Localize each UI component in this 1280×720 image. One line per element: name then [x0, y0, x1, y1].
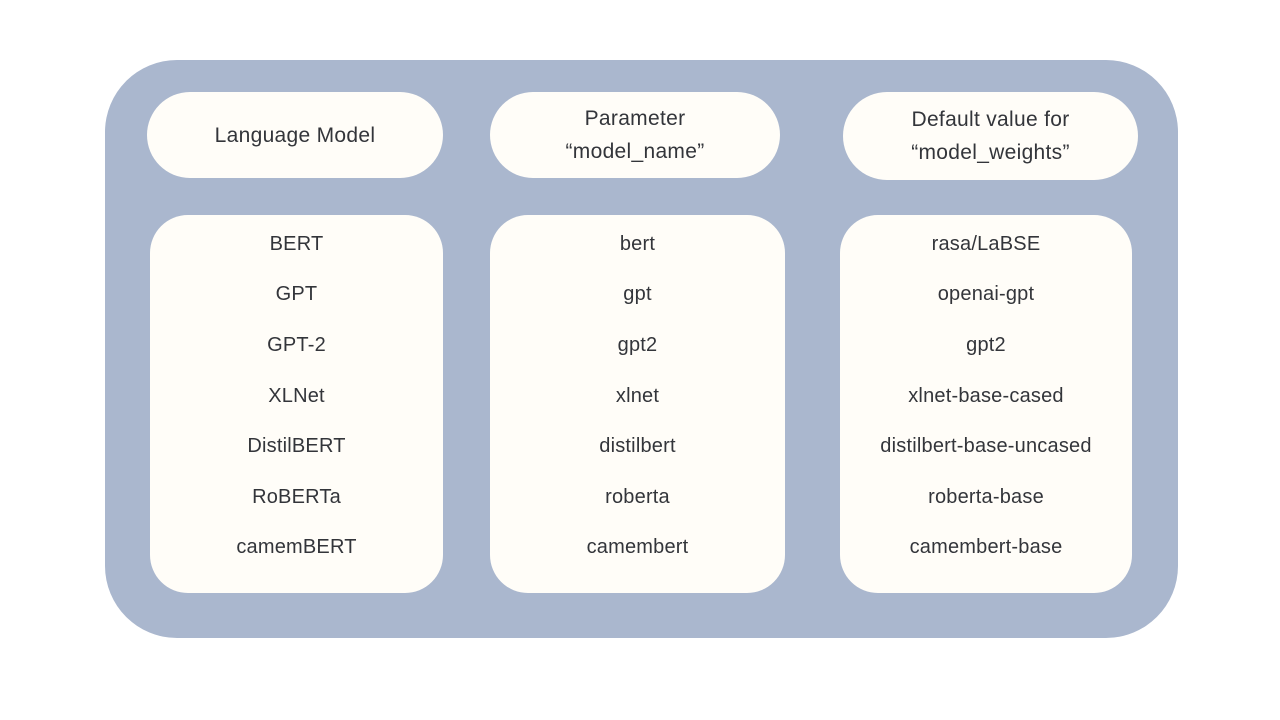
header-line: “model_weights” [911, 141, 1070, 164]
table-cell: distilbert [599, 435, 676, 458]
table-cell: RoBERTa [252, 485, 341, 508]
table-cell: gpt2 [966, 333, 1006, 356]
header-line: Default value for [911, 108, 1070, 131]
table-cell: roberta [605, 485, 670, 508]
header-pill-language-model: Language Model [147, 92, 443, 178]
table-cell: distilbert-base-uncased [880, 435, 1092, 458]
table-cell: bert [619, 232, 656, 255]
table-cell: xlnet-base-cased [908, 384, 1064, 407]
table-cell: gpt [623, 283, 652, 306]
table-cell: XLNet [268, 384, 325, 407]
table-cell: BERT [269, 232, 324, 255]
header-line: Parameter [584, 107, 686, 130]
header-pill-model-name: Parameter “model_name” [490, 92, 780, 178]
header-line: “model_name” [565, 140, 705, 163]
table-cell: rasa/LaBSE [931, 232, 1041, 255]
header-pill-model-weights: Default value for “model_weights” [843, 92, 1138, 180]
table-cell: camembert [586, 536, 689, 559]
table-cell: gpt2 [617, 333, 658, 356]
column-card-model-name: bert gpt gpt2 xlnet distilbert roberta c… [490, 215, 785, 593]
header-line: Language Model [214, 123, 376, 147]
table-cell: roberta-base [928, 485, 1044, 508]
table-cell: camemBERT [236, 536, 357, 559]
column-card-language-model: BERT GPT GPT-2 XLNet DistilBERT RoBERTa … [150, 215, 443, 593]
table-cell: openai-gpt [937, 283, 1035, 306]
table-cell: GPT-2 [267, 333, 326, 356]
table-cell: GPT [275, 283, 318, 306]
table-cell: DistilBERT [247, 435, 346, 458]
column-card-model-weights: rasa/LaBSE openai-gpt gpt2 xlnet-base-ca… [840, 215, 1132, 593]
table-cell: camembert-base [909, 536, 1063, 559]
table-cell: xlnet [615, 384, 660, 407]
